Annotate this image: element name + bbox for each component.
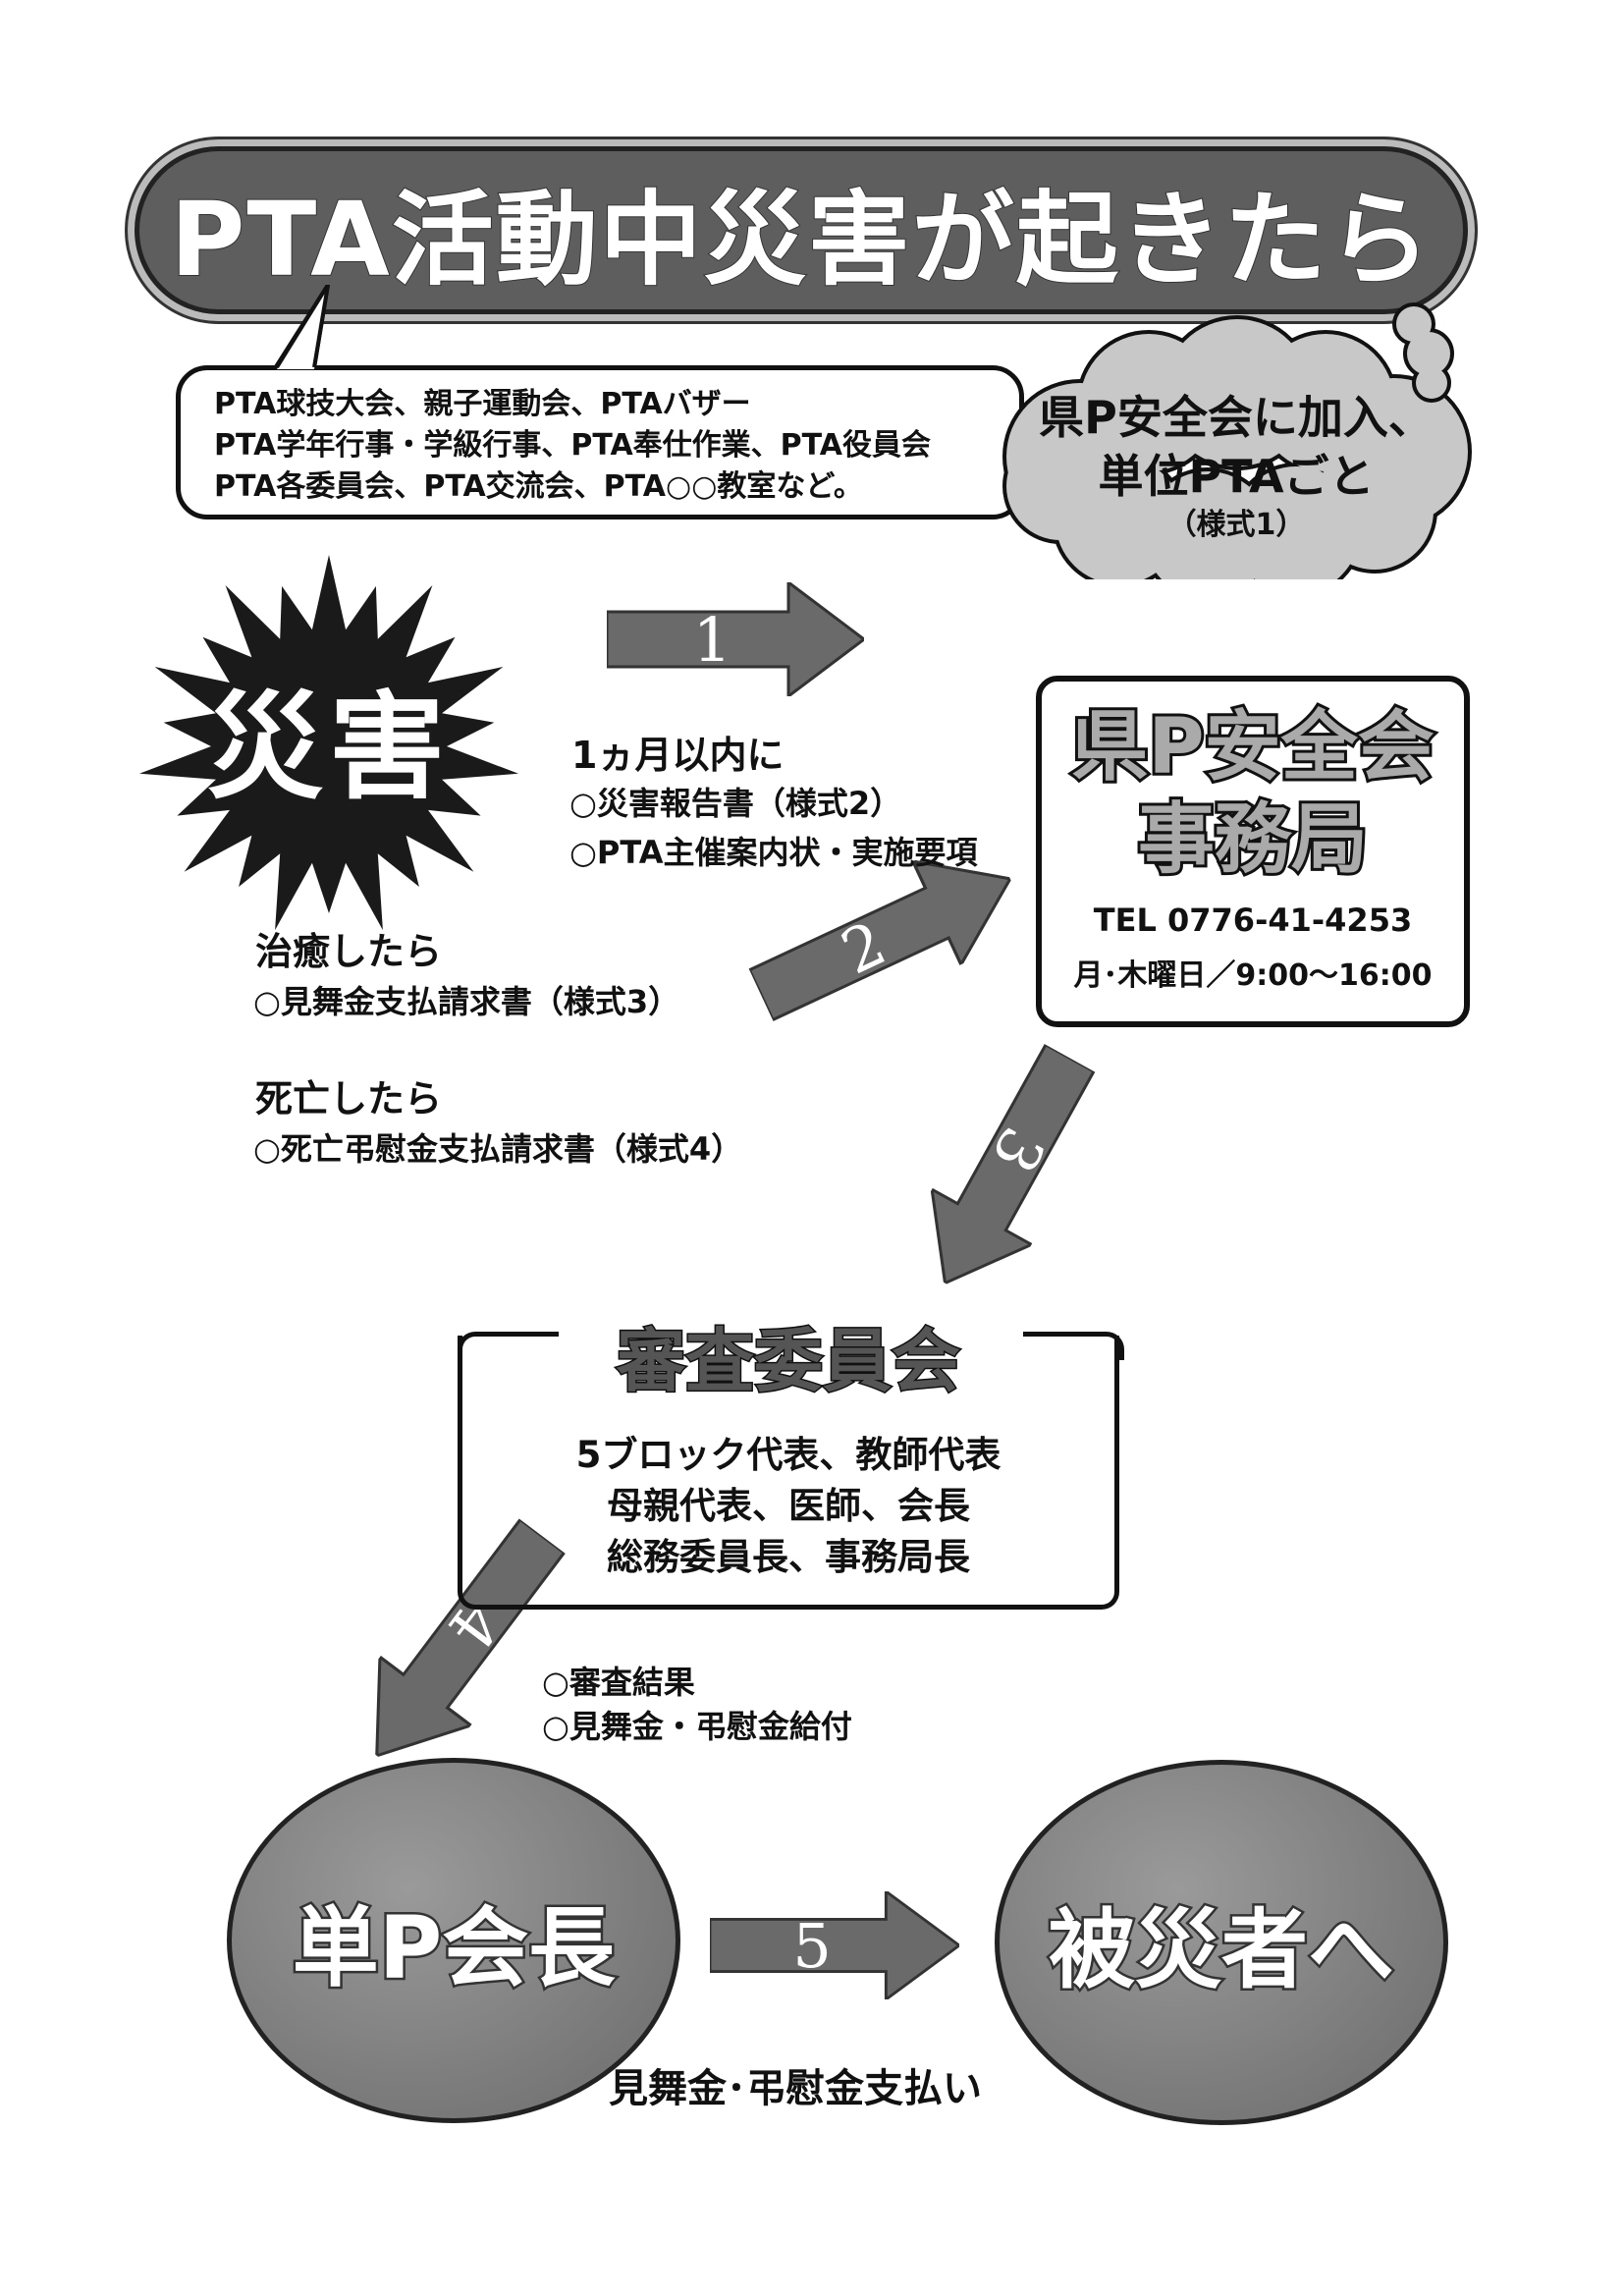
payment-label: 見舞金･弔慰金支払い (609, 2066, 982, 2111)
unit-president-ellipse: 単P会長 (227, 1758, 680, 2123)
step-number: 1 (692, 603, 732, 676)
activity-line: PTA球技大会、親子運動会、PTAバザー (214, 387, 751, 421)
office-name-line1: 県P安全会 (1068, 700, 1436, 794)
arrow-right-icon (747, 858, 1013, 1022)
title-banner: PTA活動中災害が起きたら (135, 146, 1468, 314)
disaster-label: 災害 (206, 679, 451, 815)
office-name-line2: 事務局 (1135, 793, 1371, 887)
arrow-step-4: 4 (331, 1502, 587, 1789)
arrow-step-1: 1 (607, 582, 864, 696)
arrow-right-icon (375, 1517, 567, 1758)
office-tel: TEL 0776-41-4253 (1093, 902, 1413, 939)
result-item: ○見舞金・弔慰金給付 (542, 1708, 852, 1745)
office-box: 県P安全会 事務局 TEL 0776-41-4253 月･木曜日／9:00～16… (1036, 676, 1470, 1027)
arrow-right-icon (930, 1042, 1097, 1285)
recovered-heading: 治癒したら (255, 930, 443, 973)
activity-line: PTA各委員会、PTA交流会、PTA○○教室など。 (214, 469, 863, 504)
within-month-heading: 1ヵ月以内に (571, 734, 785, 777)
unit-president-label: 単P会長 (290, 1894, 617, 2000)
committee-member-line: 母親代表、医師、会長 (607, 1485, 970, 1527)
cloud-shape (1002, 302, 1472, 579)
victim-ellipse: 被災者へ (995, 1760, 1448, 2125)
arrow-step-3: 3 (895, 1030, 1119, 1310)
enrollment-line2: 単位PTAごと (1098, 450, 1375, 503)
committee-member-line: 5ブロック代表、教師代表 (575, 1434, 1001, 1476)
arrow-right-icon (710, 1891, 959, 1999)
activities-bubble: PTA球技大会、親子運動会、PTAバザー PTA学年行事・学級行事、PTA奉仕作… (176, 365, 1024, 519)
committee-member-line: 総務委員長、事務局長 (607, 1536, 970, 1578)
page-title: PTA活動中災害が起きたら (169, 179, 1433, 301)
within-month-item: ○PTA主催案内状・実施要項 (569, 834, 978, 871)
step-number: 2 (830, 906, 896, 989)
cloud-puff (1006, 432, 1114, 540)
cloud-puff (1407, 332, 1450, 375)
arrow-step-2: 2 (737, 827, 1035, 1046)
deceased-heading: 死亡したら (255, 1077, 443, 1121)
within-month-item: ○災害報告書（様式2） (569, 785, 902, 822)
committee-border (1023, 1332, 1124, 1360)
result-item: ○審査結果 (542, 1664, 695, 1701)
step-number: 5 (792, 1909, 832, 1982)
victim-label: 被災者へ (1046, 1896, 1396, 2002)
starburst-icon (139, 555, 518, 931)
enrollment-form: （様式1） (1166, 508, 1306, 542)
committee-box: 5ブロック代表、教師代表 母親代表、医師、会長 総務委員長、事務局長 (458, 1336, 1119, 1610)
office-hours: 月･木曜日／9:00～16:00 (1073, 958, 1433, 993)
committee-title: 審査委員会 (616, 1320, 962, 1403)
cloud-puff (1416, 367, 1447, 399)
deceased-item: ○死亡弔慰金支払請求書（様式4） (253, 1130, 743, 1168)
activity-line: PTA学年行事・学級行事、PTA奉仕作業、PTA役員会 (214, 428, 932, 463)
arrow-right-icon (607, 582, 864, 696)
bubble-tail-join (275, 285, 330, 369)
recovered-item: ○見舞金支払請求書（様式3） (253, 983, 680, 1020)
arrow-step-5: 5 (710, 1891, 959, 1999)
enrollment-note: 県P安全会に加入、 単位PTAごと （様式1） (995, 388, 1478, 545)
enrollment-line1: 県P安全会に加入、 (1039, 391, 1434, 444)
